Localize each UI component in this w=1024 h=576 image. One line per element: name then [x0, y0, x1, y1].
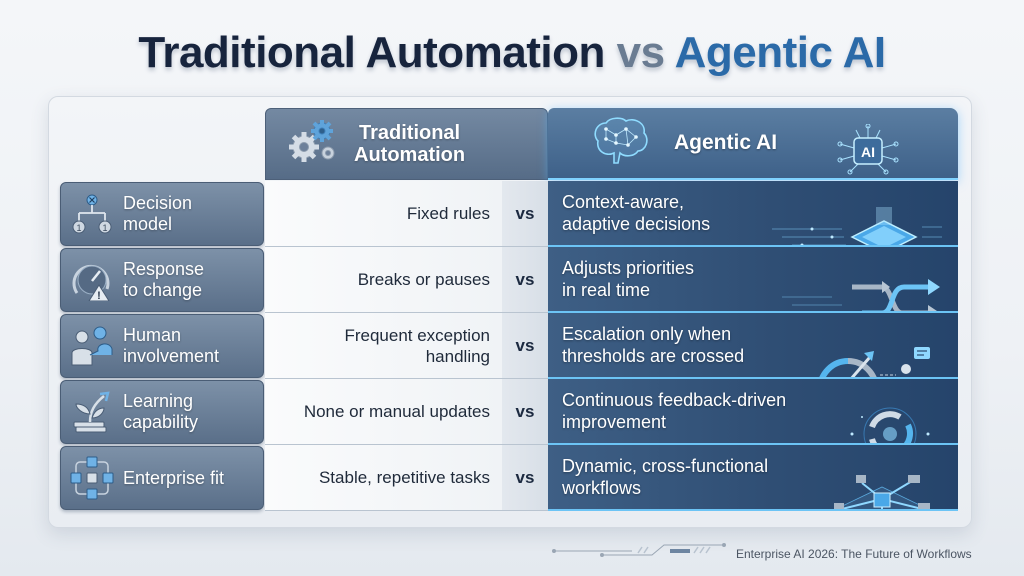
- category-cell: Human involvement: [60, 314, 264, 378]
- gauge-warning-icon: !: [61, 259, 123, 301]
- vs-label: vs: [502, 379, 548, 445]
- svg-text:1: 1: [102, 223, 107, 233]
- traditional-cell: Fixed rules: [265, 181, 502, 247]
- chip-icon: [772, 185, 942, 245]
- table-row-human-involvement: Human involvement Frequent exception han…: [60, 313, 958, 379]
- traditional-cell: Frequent exception handling: [265, 313, 502, 379]
- vs-label: vs: [502, 445, 548, 511]
- ai-chip-icon: AI: [830, 123, 906, 187]
- agentic-cell: Dynamic, cross-functional workflows: [548, 445, 958, 511]
- circuit-line-icon: [552, 541, 728, 566]
- category-label: Learning capability: [123, 391, 199, 432]
- agentic-cell: Adjusts priorities in real time: [548, 247, 958, 313]
- category-label: Enterprise fit: [123, 467, 225, 488]
- vs-label: vs: [502, 247, 548, 313]
- threshold-gauge-icon: [772, 317, 942, 377]
- table-row-response-to-change: ! Response to change Breaks or pauses vs…: [60, 247, 958, 313]
- ai-badge-text: AI: [861, 144, 875, 160]
- footer: Enterprise AI 2026: The Future of Workfl…: [552, 541, 972, 566]
- svg-text:!: !: [97, 290, 101, 301]
- agentic-text: Continuous feedback-driven improvement: [562, 390, 787, 432]
- vs-label: vs: [502, 313, 548, 379]
- agentic-cell: Context-aware, adaptive decisions: [548, 181, 958, 247]
- table-row-learning-capability: Learning capability None or manual updat…: [60, 379, 958, 445]
- workflow-network-icon: [772, 449, 942, 509]
- traditional-cell: None or manual updates: [265, 379, 502, 445]
- category-cell: Enterprise fit: [60, 446, 264, 510]
- traditional-cell: Stable, repetitive tasks: [265, 445, 502, 511]
- feedback-loop-icon: [772, 383, 942, 443]
- title-agentic: Agentic AI: [674, 28, 886, 77]
- title-vs: vs: [616, 28, 665, 77]
- header-agentic-label: Agentic AI: [674, 131, 778, 154]
- traditional-cell: Breaks or pauses: [265, 247, 502, 313]
- agentic-text: Context-aware, adaptive decisions: [562, 192, 711, 234]
- title-traditional: Traditional Automation: [138, 28, 605, 77]
- routing-arrows-icon: [772, 251, 942, 311]
- agentic-text: Escalation only when thresholds are cros…: [562, 324, 745, 366]
- table-row-enterprise-fit: Enterprise fit Stable, repetitive tasks …: [60, 445, 958, 511]
- agentic-cell: Escalation only when thresholds are cros…: [548, 313, 958, 379]
- brain-icon: [588, 115, 652, 172]
- category-cell: ! Response to change: [60, 248, 264, 312]
- category-label: Human involvement: [123, 325, 220, 366]
- header-traditional: Traditional Automation: [265, 108, 548, 180]
- agentic-cell: Continuous feedback-driven improvement: [548, 379, 958, 445]
- vs-label: vs: [502, 181, 548, 247]
- gears-icon: [288, 119, 340, 170]
- network-cubes-icon: [61, 456, 123, 500]
- svg-text:1: 1: [76, 223, 81, 233]
- agentic-text: Dynamic, cross-functional workflows: [562, 456, 769, 498]
- category-cell: Learning capability: [60, 380, 264, 444]
- footer-text: Enterprise AI 2026: The Future of Workfl…: [736, 546, 972, 561]
- people-icon: [61, 325, 123, 367]
- category-label: Response to change: [123, 259, 205, 300]
- agentic-text: Adjusts priorities in real time: [562, 258, 695, 300]
- category-label: Decision model: [123, 193, 193, 234]
- page-title: Traditional Automation vs Agentic AI: [0, 28, 1024, 78]
- header-traditional-label: Traditional Automation: [354, 122, 466, 166]
- header-agentic: Agentic AI AI: [548, 108, 958, 180]
- growth-books-icon: [61, 390, 123, 434]
